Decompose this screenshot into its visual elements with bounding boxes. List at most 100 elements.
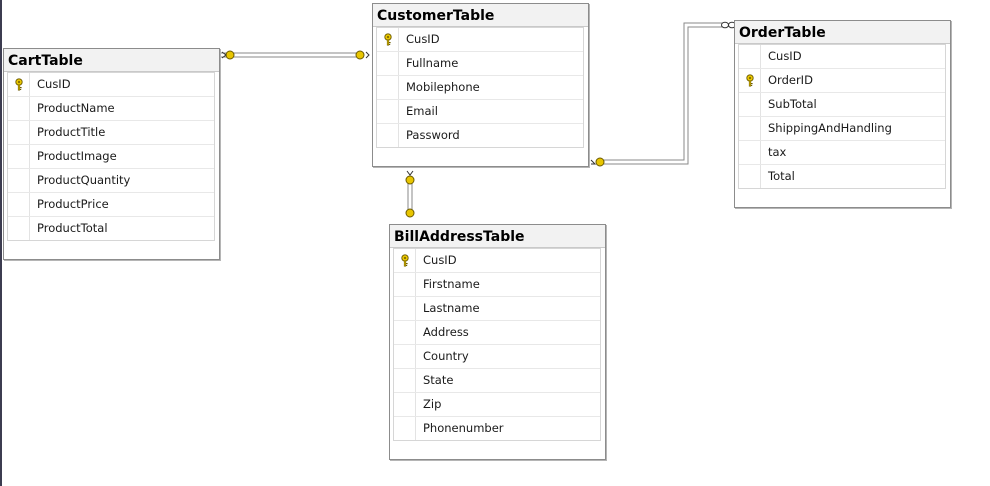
relationship-cart-customer[interactable]	[221, 52, 364, 58]
column-name: CusID	[37, 77, 71, 91]
column-row[interactable]: ProductTotal	[8, 217, 214, 240]
column-name: Password	[406, 128, 460, 142]
row-selector-cell	[739, 141, 761, 164]
column-name: Mobilephone	[406, 80, 480, 94]
column-name: ProductName	[37, 101, 115, 115]
table-title[interactable]: OrderTable	[735, 21, 950, 44]
row-selector-cell	[8, 193, 30, 216]
row-selector-cell	[739, 165, 761, 188]
column-row[interactable]: State	[394, 369, 600, 393]
column-name: OrderID	[768, 73, 813, 87]
row-selector-cell	[8, 121, 30, 144]
column-row[interactable]: Email	[377, 100, 583, 124]
row-selector-cell	[8, 217, 30, 240]
column-name: tax	[768, 145, 787, 159]
column-name: ProductPrice	[37, 197, 109, 211]
one-key-end-icon	[405, 208, 415, 218]
column-row[interactable]: ShippingAndHandling	[739, 117, 945, 141]
column-row[interactable]: SubTotal	[739, 93, 945, 117]
row-selector-cell	[394, 273, 416, 296]
column-name: SubTotal	[768, 97, 817, 111]
table-footer	[4, 241, 219, 259]
row-selector-cell	[8, 169, 30, 192]
column-name: Total	[768, 169, 795, 183]
row-selector-cell	[394, 393, 416, 416]
row-selector-cell	[8, 145, 30, 168]
column-name: Zip	[423, 397, 442, 411]
row-selector-cell	[739, 93, 761, 116]
primary-key-cell	[8, 73, 30, 96]
row-selector-cell	[394, 417, 416, 440]
primary-key-cell	[394, 249, 416, 272]
column-name: Fullname	[406, 56, 459, 70]
key-icon	[400, 254, 410, 267]
column-name: CusID	[768, 49, 802, 63]
one-key-end-icon	[355, 50, 370, 60]
row-selector-cell	[739, 117, 761, 140]
column-row[interactable]: OrderID	[739, 69, 945, 93]
one-key-end-icon	[590, 157, 605, 167]
column-row[interactable]: ProductQuantity	[8, 169, 214, 193]
table-title[interactable]: CartTable	[4, 49, 219, 72]
column-name: ShippingAndHandling	[768, 121, 892, 135]
column-name: ProductTitle	[37, 125, 106, 139]
key-icon	[745, 74, 755, 87]
primary-key-cell	[377, 28, 399, 51]
column-row[interactable]: ProductName	[8, 97, 214, 121]
key-icon	[14, 78, 24, 91]
row-selector-cell	[394, 345, 416, 368]
column-name: CusID	[423, 253, 457, 267]
column-name: Address	[423, 325, 469, 339]
column-row[interactable]: Password	[377, 124, 583, 147]
column-row[interactable]: ProductTitle	[8, 121, 214, 145]
one-key-end-icon	[405, 170, 415, 185]
column-row[interactable]: Phonenumber	[394, 417, 600, 440]
row-selector-cell	[377, 100, 399, 123]
row-selector-cell	[377, 76, 399, 99]
column-row[interactable]: tax	[739, 141, 945, 165]
row-selector-cell	[394, 321, 416, 344]
row-selector-cell	[8, 97, 30, 120]
column-row[interactable]: Mobilephone	[377, 76, 583, 100]
column-row[interactable]: CusID	[739, 45, 945, 69]
column-name: ProductQuantity	[37, 173, 131, 187]
column-row[interactable]: Total	[739, 165, 945, 188]
column-row[interactable]: ProductPrice	[8, 193, 214, 217]
one-key-end-icon	[221, 50, 235, 60]
row-selector-cell	[377, 124, 399, 147]
column-row[interactable]: ProductImage	[8, 145, 214, 169]
column-row[interactable]: Address	[394, 321, 600, 345]
table-footer	[390, 441, 605, 459]
column-row[interactable]: CusID	[8, 73, 214, 97]
table-title[interactable]: BillAddressTable	[390, 225, 605, 248]
column-row[interactable]: Firstname	[394, 273, 600, 297]
key-icon	[383, 33, 393, 46]
column-name: Phonenumber	[423, 421, 504, 435]
column-name: CusID	[406, 32, 440, 46]
table-footer	[735, 189, 950, 207]
column-name: Country	[423, 349, 469, 363]
column-row[interactable]: Lastname	[394, 297, 600, 321]
column-name: Lastname	[423, 301, 480, 315]
table-title[interactable]: CustomerTable	[373, 4, 588, 27]
column-row[interactable]: Country	[394, 345, 600, 369]
relationship-customer-order[interactable]	[596, 22, 725, 165]
column-row[interactable]: CusID	[394, 249, 600, 273]
window-left-border	[0, 0, 2, 486]
row-selector-cell	[394, 297, 416, 320]
primary-key-cell	[739, 69, 761, 92]
column-row[interactable]: CusID	[377, 28, 583, 52]
column-row[interactable]: Zip	[394, 393, 600, 417]
row-selector-cell	[377, 52, 399, 75]
column-name: State	[423, 373, 454, 387]
row-selector-cell	[394, 369, 416, 392]
column-row[interactable]: Fullname	[377, 52, 583, 76]
